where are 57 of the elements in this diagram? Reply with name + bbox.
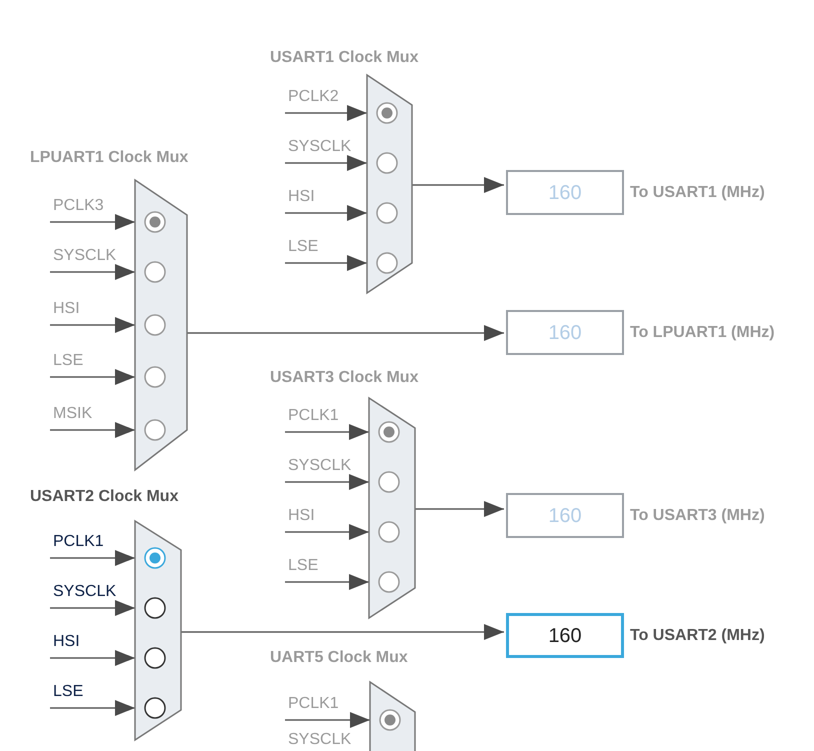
input-label: HSI xyxy=(285,187,363,213)
arrow xyxy=(181,624,504,640)
arrow xyxy=(285,255,367,271)
input-label: PCLK1 xyxy=(50,532,130,558)
arrow xyxy=(50,700,135,716)
arrow xyxy=(285,712,370,728)
output-label: To USART3 (MHz) xyxy=(630,506,765,526)
input-label: LSE xyxy=(285,556,365,582)
input-label: SYSCLK xyxy=(50,582,130,608)
arrow xyxy=(50,369,135,385)
output-label: To LPUART1 (MHz) xyxy=(630,323,775,343)
input-label: LSE xyxy=(285,237,363,263)
mux-title: LPUART1 Clock Mux xyxy=(30,148,188,168)
arrow xyxy=(50,650,135,666)
arrow xyxy=(285,205,367,221)
arrow xyxy=(285,574,369,590)
arrow xyxy=(285,524,369,540)
input-label: PCLK1 xyxy=(285,694,365,720)
input-label: LSE xyxy=(50,682,130,708)
arrow xyxy=(50,264,135,280)
arrow xyxy=(50,214,135,230)
input-label: PCLK3 xyxy=(50,196,130,222)
arrow xyxy=(50,422,135,438)
input-label: SYSCLK xyxy=(50,246,130,272)
input-label: SYSCLK xyxy=(285,456,365,482)
arrow xyxy=(415,501,504,517)
input-label: HSI xyxy=(50,299,130,325)
input-label: PCLK1 xyxy=(285,406,365,432)
arrow xyxy=(285,155,367,171)
mux-title: USART1 Clock Mux xyxy=(270,48,418,68)
arrow xyxy=(50,550,135,566)
frequency-field: 160 xyxy=(506,493,624,538)
arrow xyxy=(50,600,135,616)
output-label: To USART1 (MHz) xyxy=(630,183,765,203)
frequency-field: 160 xyxy=(506,170,624,215)
input-label: LSE xyxy=(50,351,130,377)
arrow xyxy=(285,424,369,440)
multiplexer xyxy=(30,148,189,472)
arrow xyxy=(412,177,504,193)
mux-title: UART5 Clock Mux xyxy=(270,648,408,668)
input-label: HSI xyxy=(50,632,130,658)
input-label: SYSCLK xyxy=(288,730,352,750)
input-label: PCLK2 xyxy=(285,87,363,113)
frequency-field: 160 xyxy=(506,613,624,658)
input-label: MSIK xyxy=(50,404,130,430)
input-label: HSI xyxy=(285,506,365,532)
multiplexer xyxy=(270,368,417,620)
frequency-field: 160 xyxy=(506,310,624,355)
mux-title: USART2 Clock Mux xyxy=(30,487,178,507)
input-label: SYSCLK xyxy=(285,137,363,163)
multiplexer xyxy=(30,487,183,742)
mux-title: USART3 Clock Mux xyxy=(270,368,418,388)
arrow xyxy=(285,105,367,121)
arrow xyxy=(50,317,135,333)
arrow xyxy=(187,325,504,341)
arrow xyxy=(285,474,369,490)
output-label: To USART2 (MHz) xyxy=(630,626,765,646)
